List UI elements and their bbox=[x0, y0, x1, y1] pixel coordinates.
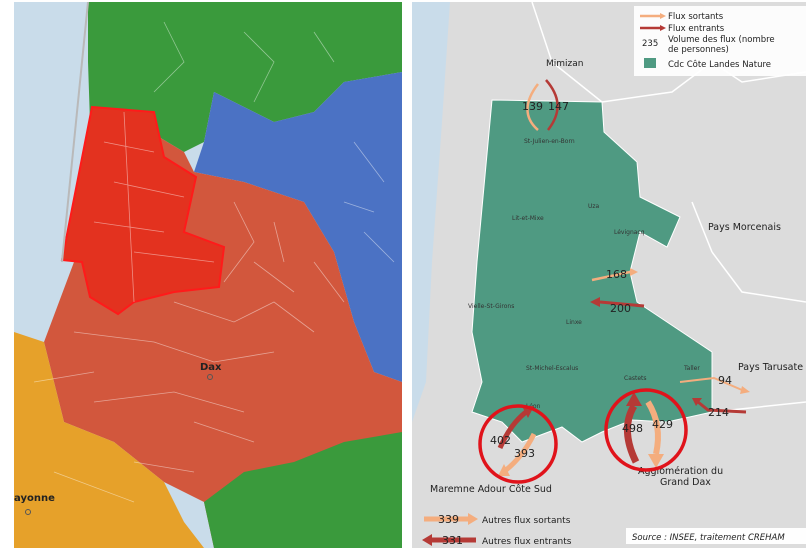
legend-volume-line1: Volume des flux (nombre bbox=[668, 35, 775, 45]
highlight-circle-maremne bbox=[478, 404, 558, 484]
flow-tarusate-out-value: 94 bbox=[718, 374, 732, 387]
region-mimizan: Mimizan bbox=[546, 59, 583, 69]
legend-outgoing: Flux sortants bbox=[668, 12, 724, 22]
sea-area bbox=[412, 2, 450, 422]
flow-north-outgoing bbox=[526, 83, 539, 131]
flow-east-outgoing bbox=[591, 270, 631, 282]
flow-maremne-outgoing-arrowhead bbox=[498, 464, 510, 476]
region-maremne: Maremne Adour Côte Sud bbox=[430, 484, 552, 495]
dax-marker bbox=[207, 374, 213, 380]
left-map-panel: Dax ayonne bbox=[14, 2, 402, 548]
flow-east-outgoing-arrowhead bbox=[630, 268, 638, 276]
flow-north-incoming bbox=[545, 79, 559, 131]
region-blue-east bbox=[194, 72, 402, 382]
flow-dax-outgoing-arrowhead bbox=[648, 454, 664, 468]
flow-dax-outgoing bbox=[645, 400, 661, 455]
commune-st-julien: St-Julien-en-Born bbox=[524, 138, 575, 145]
legend: Flux sortants Flux entrants 235 Volume d… bbox=[634, 6, 806, 76]
right-map[interactable]: Flux sortants Flux entrants 235 Volume d… bbox=[412, 2, 806, 548]
flow-maremne-in-value: 402 bbox=[490, 434, 511, 447]
commune-uza: Uza bbox=[588, 203, 600, 210]
city-bayonne: ayonne bbox=[14, 493, 55, 504]
flow-tarusate-incoming-arrowhead bbox=[692, 398, 702, 406]
flow-dax-incoming bbox=[624, 404, 640, 464]
source-box bbox=[626, 528, 806, 544]
legend-volume-value: 235 bbox=[642, 39, 658, 49]
other-flows-out-value: 339 bbox=[438, 513, 459, 526]
commune-vielle: Vielle-St-Girons bbox=[468, 303, 514, 310]
commune-linxe: Linxe bbox=[566, 319, 582, 326]
source-text: Source : INSEE, traitement CREHAM bbox=[632, 533, 785, 543]
region-orange-southwest bbox=[14, 332, 204, 548]
region-agglo-line2: Grand Dax bbox=[660, 477, 711, 488]
legend-volume-line2: de personnes) bbox=[668, 45, 729, 55]
flow-maremne-out-value: 393 bbox=[514, 447, 535, 460]
legend-cdc-swatch bbox=[644, 58, 656, 68]
coastline bbox=[61, 2, 89, 263]
flow-tarusate-incoming bbox=[697, 400, 747, 414]
cdc-cote-landes-nature[interactable] bbox=[471, 99, 713, 443]
highlight-circle-dax bbox=[604, 388, 688, 472]
legend-cdc: Cdc Côte Landes Nature bbox=[668, 59, 771, 70]
flow-tarusate-outgoing bbox=[679, 376, 743, 391]
legend-incoming: Flux entrants bbox=[668, 24, 725, 34]
legend-box bbox=[634, 6, 806, 76]
region-green-north bbox=[88, 2, 402, 152]
region-green-south bbox=[204, 432, 402, 548]
commune-castets: Castets bbox=[624, 375, 647, 382]
flow-dax-out-value: 429 bbox=[652, 418, 673, 431]
commune-st-michel: St-Michel-Escalus bbox=[526, 365, 578, 372]
flow-east-incoming-arrowhead bbox=[590, 297, 600, 307]
commune-levignacq: Lévignacq bbox=[614, 229, 645, 236]
city-dax: Dax bbox=[200, 362, 222, 373]
left-map[interactable]: Dax ayonne bbox=[14, 2, 402, 548]
right-map-panel: Flux sortants Flux entrants 235 Volume d… bbox=[412, 2, 806, 548]
flow-east-out-value: 168 bbox=[606, 268, 627, 281]
flow-tarusate-in-value: 214 bbox=[708, 406, 729, 419]
legend-incoming-arrowhead bbox=[660, 25, 666, 31]
commune-taller: Taller bbox=[683, 365, 700, 372]
commune-lit-et-mixe: Lit-et-Mixe bbox=[512, 215, 544, 222]
other-flows-in-value: 331 bbox=[442, 534, 463, 547]
other-flows-in-arrowhead bbox=[422, 534, 432, 546]
flow-maremne-incoming bbox=[497, 410, 528, 450]
flow-east-in-value: 200 bbox=[610, 302, 631, 315]
region-pays-tarusate: Pays Tarusate bbox=[738, 362, 803, 373]
other-flows-out-label: Autres flux sortants bbox=[482, 516, 571, 526]
other-flows-out-arrowhead bbox=[468, 513, 478, 525]
other-flows-in-label: Autres flux entrants bbox=[482, 537, 572, 547]
bayonne-marker bbox=[25, 509, 31, 515]
region-pays-morcenais: Pays Morcenais bbox=[708, 222, 781, 233]
flow-dax-incoming-arrowhead bbox=[626, 392, 642, 406]
region-highlight-cdc[interactable] bbox=[60, 105, 226, 316]
legend-outgoing-arrowhead bbox=[660, 13, 666, 19]
flow-east-incoming bbox=[599, 300, 645, 308]
flow-dax-in-value: 498 bbox=[622, 422, 643, 435]
region-agglo-line1: Agglomération du bbox=[638, 466, 723, 477]
flow-tarusate-outgoing-arrowhead bbox=[740, 386, 750, 394]
commune-boundaries bbox=[33, 21, 395, 503]
flow-maremne-outgoing bbox=[504, 432, 537, 472]
flow-north-out-value: 139 bbox=[522, 100, 543, 113]
flow-north-in-value: 147 bbox=[548, 100, 569, 113]
